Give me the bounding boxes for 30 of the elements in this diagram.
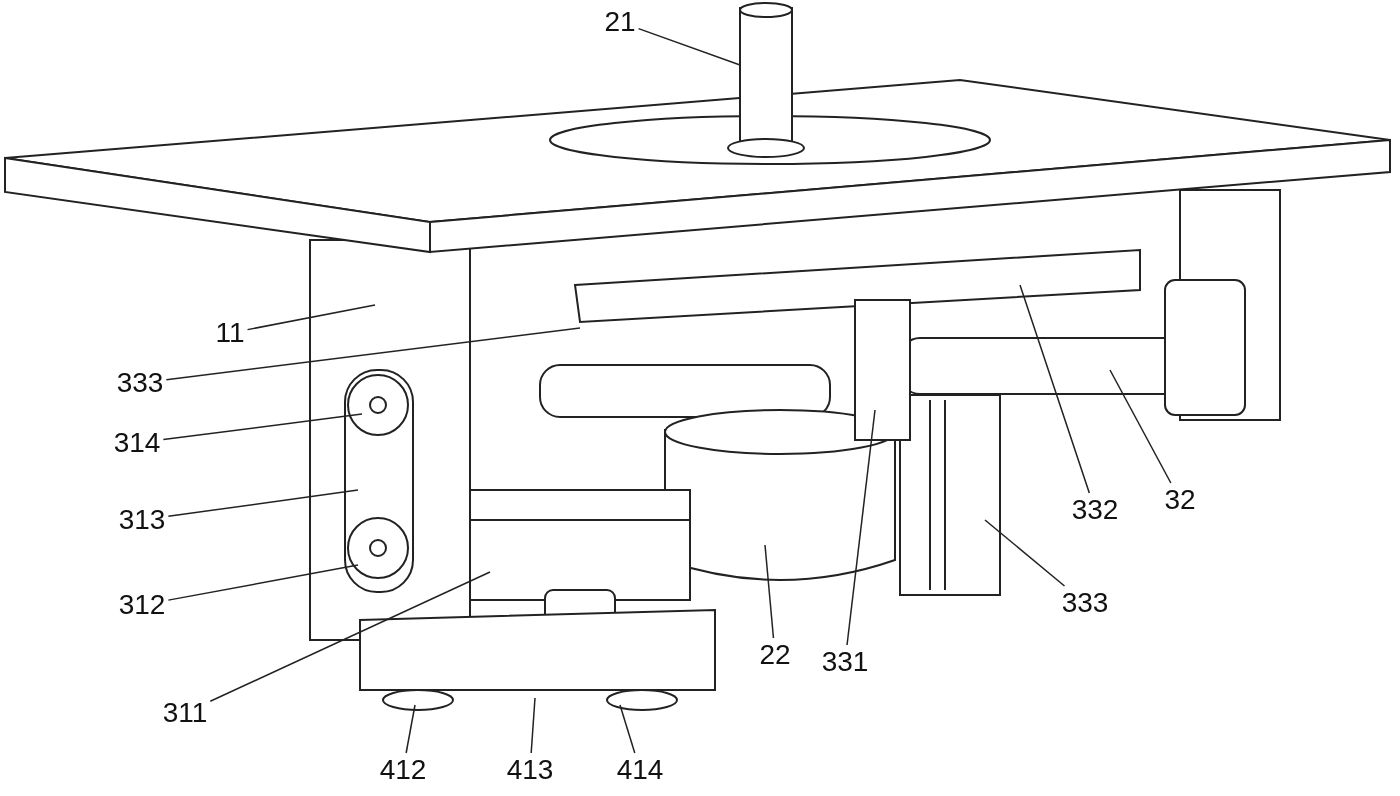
callout-number: 32 [1163, 485, 1197, 515]
callout-number: 22 [758, 640, 792, 670]
callout-number: 333 [1060, 588, 1110, 618]
leader-line [246, 304, 376, 331]
leader-line [209, 571, 491, 703]
callout-number: 413 [505, 755, 555, 785]
leader-line [619, 704, 636, 754]
callout-number: 312 [117, 590, 167, 620]
leader-line [764, 544, 775, 639]
callout-number: 412 [378, 755, 428, 785]
leader-line [167, 489, 359, 518]
leader-line [162, 413, 363, 441]
callout-number: 313 [117, 505, 167, 535]
leader-line [846, 409, 876, 646]
callout-number: 311 [161, 698, 209, 728]
callout-number: 331 [820, 647, 870, 677]
leader-line [165, 327, 581, 381]
callout-number: 21 [603, 7, 637, 37]
callout-number: 11 [214, 318, 246, 348]
leader-line [984, 519, 1066, 587]
callout-number: 414 [615, 755, 665, 785]
leader-line [167, 564, 359, 601]
leader-line [637, 27, 741, 66]
leader-line [405, 704, 416, 754]
leader-line [530, 697, 536, 754]
callout-number: 314 [112, 428, 162, 458]
callout-number: 333 [115, 368, 165, 398]
callout-number: 332 [1070, 495, 1120, 525]
leader-line [1109, 369, 1172, 484]
leader-line [1019, 284, 1091, 494]
